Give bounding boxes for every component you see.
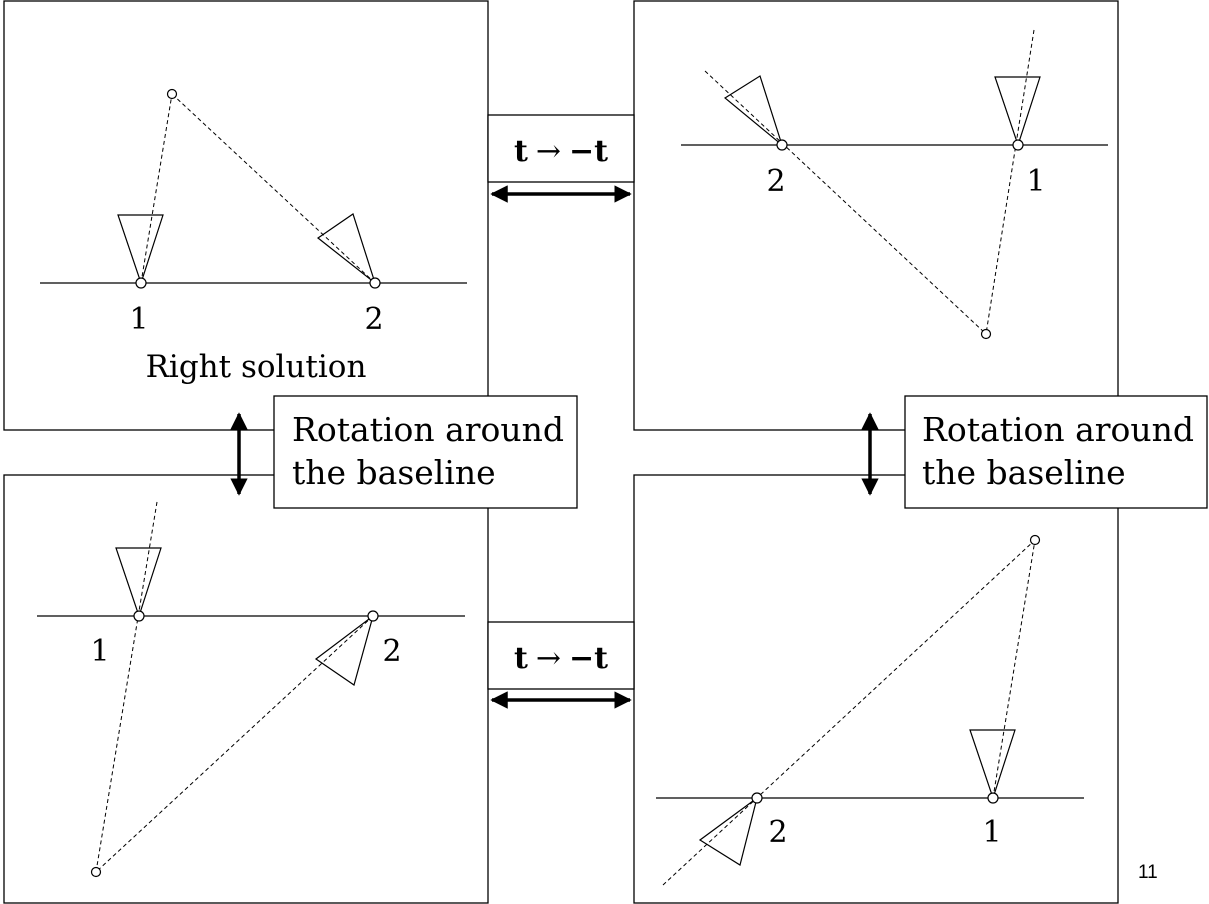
- rotation-box: [904, 395, 1208, 509]
- camera-center-1: [135, 277, 147, 289]
- rotation-label-line-2: the baseline: [922, 453, 1126, 492]
- camera-1-cone: [994, 76, 1041, 147]
- ray-2: [171, 93, 376, 284]
- page-number: 11: [1138, 862, 1158, 883]
- rotation-box: [273, 395, 578, 509]
- ray-2: [704, 70, 987, 335]
- translation-flip-top: t→−t: [487, 114, 635, 203]
- camera-center-2: [751, 792, 763, 804]
- camera-center-1: [133, 610, 145, 622]
- translation-flip-box: [487, 114, 635, 183]
- camera-2-cone: [316, 213, 377, 285]
- ray-1: [140, 93, 173, 284]
- scene-point: [90, 866, 102, 878]
- camera-label-2: 2: [364, 302, 383, 337]
- camera-center-1: [987, 792, 999, 804]
- camera-center-2: [369, 277, 381, 289]
- rotation-label-line-1: Rotation around: [292, 410, 564, 449]
- panel-bottom-right: 1 2: [633, 474, 1119, 904]
- scene-point: [980, 328, 992, 340]
- camera-1-cone: [969, 729, 1016, 800]
- camera-label-2: 2: [768, 815, 787, 850]
- scene-point: [166, 88, 178, 100]
- camera-label-2: 2: [766, 164, 785, 199]
- translation-flip-label: t→−t: [514, 641, 608, 676]
- ray-1: [992, 539, 1036, 799]
- rotation-right: Rotation around the baseline: [861, 395, 1208, 509]
- rotation-left: Rotation around the baseline: [230, 395, 578, 509]
- right-solution-caption: Right solution: [146, 349, 367, 385]
- panel-frame: [3, 0, 489, 431]
- camera-center-2: [776, 139, 788, 151]
- panel-top-right: 1 2: [633, 0, 1119, 431]
- translation-flip-bottom: t→−t: [487, 621, 635, 709]
- camera-2-cone: [698, 796, 758, 866]
- rotation-label-line-2: the baseline: [292, 453, 496, 492]
- panel-bottom-left: 1 2: [3, 474, 489, 904]
- camera-label-1: 1: [982, 815, 1001, 850]
- panel-frame: [3, 474, 489, 904]
- rotation-label-line-1: Rotation around: [922, 410, 1194, 449]
- translation-flip-box: [487, 621, 635, 690]
- scene-point: [1029, 534, 1041, 546]
- panel-top-left: 1 2 Right solution: [3, 0, 489, 431]
- camera-center-2: [367, 610, 379, 622]
- camera-center-1: [1012, 139, 1024, 151]
- camera-1-cone: [117, 214, 164, 285]
- translation-flip-label: t→−t: [514, 134, 608, 169]
- camera-label-1: 1: [1026, 164, 1045, 199]
- camera-label-1: 1: [129, 302, 148, 337]
- camera-2-cone: [723, 75, 784, 147]
- ray-2: [662, 539, 1036, 886]
- camera-label-1: 1: [90, 634, 109, 669]
- ray-1: [985, 29, 1035, 335]
- camera-label-2: 2: [382, 634, 401, 669]
- camera-2-cone: [314, 614, 375, 686]
- camera-1-cone: [115, 547, 162, 618]
- panel-frame: [633, 0, 1119, 431]
